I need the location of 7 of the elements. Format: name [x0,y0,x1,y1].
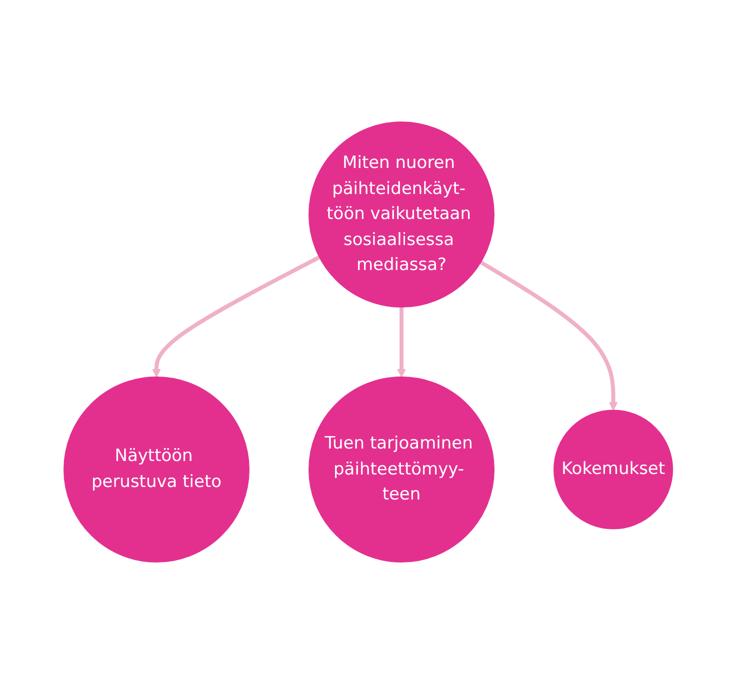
node-circle: Kokemukset [553,410,673,530]
arrow [396,307,406,378]
arrow [152,255,320,378]
node-circle: Tuen tarjoaminen päihteettömyy- teen [308,376,494,562]
node-circle: Miten nuoren päihteidenkäyt- töön vaikutetaan sosiaalisessa mediassa? [308,122,494,308]
node-circle: Näyttöön perustuva tieto [63,376,250,562]
arrow [479,260,618,411]
